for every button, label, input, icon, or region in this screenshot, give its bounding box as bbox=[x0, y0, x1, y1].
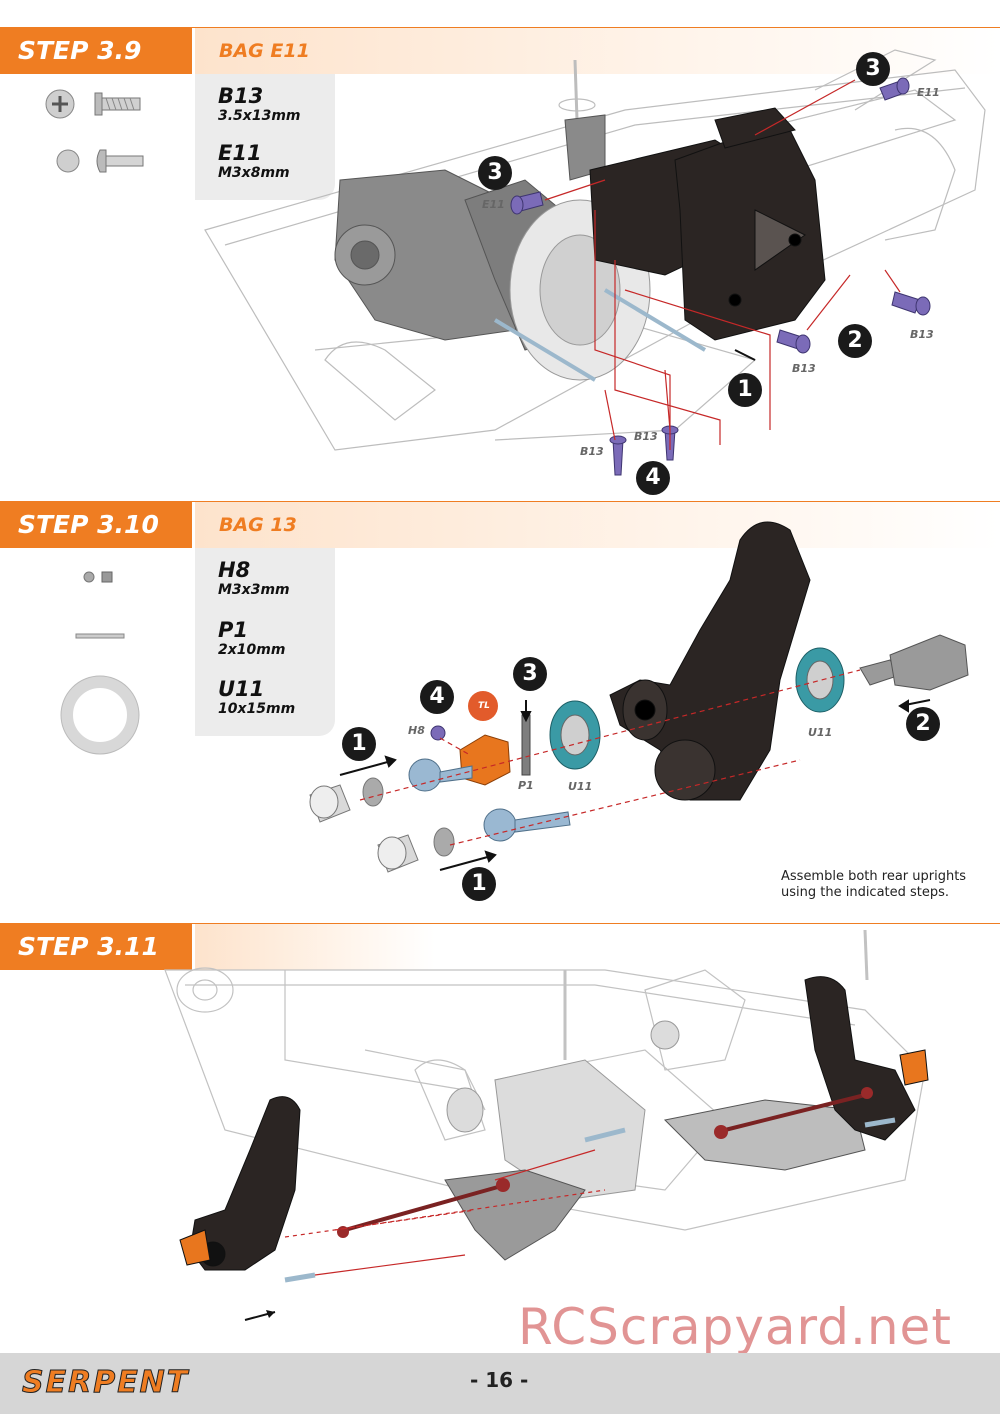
step-3-11-rule bbox=[0, 923, 1000, 924]
step-3-10-bag: BAG 13 bbox=[195, 502, 1000, 548]
label-b13-right: B13 bbox=[910, 328, 934, 341]
brand-logo: SERPENT bbox=[21, 1365, 190, 1401]
part-size-e11: M3x8mm bbox=[218, 165, 290, 181]
footer-bar bbox=[0, 1353, 1000, 1414]
step-3-10-rule bbox=[0, 501, 1000, 502]
part-code-h8: H8 bbox=[218, 558, 251, 582]
label-b13-left: B13 bbox=[634, 430, 658, 443]
callout-1: 1 bbox=[728, 373, 762, 407]
button-head-screw-icon bbox=[56, 149, 144, 173]
step-3-9-parts-box bbox=[195, 74, 335, 200]
rear-upright-right bbox=[804, 976, 929, 1141]
callout-3-mid: 3 bbox=[478, 156, 512, 190]
step-3-10-note: Assemble both rear uprights using the in… bbox=[781, 869, 967, 900]
step-3-10-illustration bbox=[309, 521, 969, 873]
part-size-u11: 10x15mm bbox=[218, 701, 296, 717]
part-size-p1: 2x10mm bbox=[218, 642, 286, 658]
step-3-9-rule bbox=[0, 27, 1000, 28]
label-e11-top: E11 bbox=[917, 86, 940, 99]
screws bbox=[510, 77, 931, 476]
part-code-u11: U11 bbox=[218, 677, 265, 701]
step-3-9-part-icons bbox=[45, 89, 144, 173]
step-3-11-illustration bbox=[164, 929, 929, 1321]
label-u11-right: U11 bbox=[808, 726, 833, 739]
step-3-10-title: STEP 3.10 bbox=[0, 502, 192, 548]
countersunk-screw-icon bbox=[45, 89, 141, 119]
part-code-e11: E11 bbox=[218, 141, 262, 165]
step-3-9-illustration bbox=[204, 49, 986, 476]
bearing-right bbox=[795, 647, 845, 713]
step-3-10-parts-box bbox=[195, 548, 335, 736]
part-size-h8: M3x3mm bbox=[218, 582, 290, 598]
pin-icon bbox=[75, 633, 125, 639]
part-size-b13: 3.5x13mm bbox=[218, 108, 301, 124]
part-code-p1: P1 bbox=[218, 618, 249, 642]
spacers bbox=[309, 777, 455, 873]
callout-3-top: 3 bbox=[856, 52, 890, 86]
callout-4-b: 4 bbox=[420, 680, 454, 714]
part-code-b13: B13 bbox=[218, 84, 264, 108]
pin bbox=[521, 714, 531, 776]
callout-2: 2 bbox=[838, 324, 872, 358]
rear-upright bbox=[609, 521, 811, 801]
callout-4: 4 bbox=[636, 461, 670, 495]
rear-bulkhead bbox=[589, 107, 826, 341]
ball-joints bbox=[408, 758, 571, 842]
rear-upright-left bbox=[179, 1096, 301, 1271]
label-u11-left: U11 bbox=[568, 780, 593, 793]
step-3-11-title: STEP 3.11 bbox=[0, 924, 192, 970]
callout-3-b: 3 bbox=[513, 657, 547, 691]
label-h8: H8 bbox=[408, 724, 425, 737]
bearing-left bbox=[549, 700, 601, 770]
callout-1-top: 1 bbox=[342, 727, 376, 761]
callout-1-bottom: 1 bbox=[462, 867, 496, 901]
step-3-9-title: STEP 3.9 bbox=[0, 28, 192, 74]
step-3-10-part-icons bbox=[60, 571, 140, 755]
label-threadlock: TL bbox=[478, 701, 490, 711]
label-p1: P1 bbox=[518, 779, 534, 792]
label-b13-mid: B13 bbox=[792, 362, 816, 375]
callout-2-b: 2 bbox=[906, 707, 940, 741]
set-screw-icon bbox=[83, 571, 113, 583]
label-b13-bottom: B13 bbox=[580, 445, 604, 458]
step-3-11-bag-bar bbox=[195, 924, 435, 970]
watermark: RCScrapyard.net bbox=[518, 1298, 952, 1356]
outdrive bbox=[859, 634, 969, 691]
label-e11-mid: E11 bbox=[482, 198, 505, 211]
page-number: - 16 - bbox=[470, 1368, 529, 1392]
bearing-icon bbox=[60, 675, 140, 755]
threadlock-icon bbox=[468, 691, 498, 721]
